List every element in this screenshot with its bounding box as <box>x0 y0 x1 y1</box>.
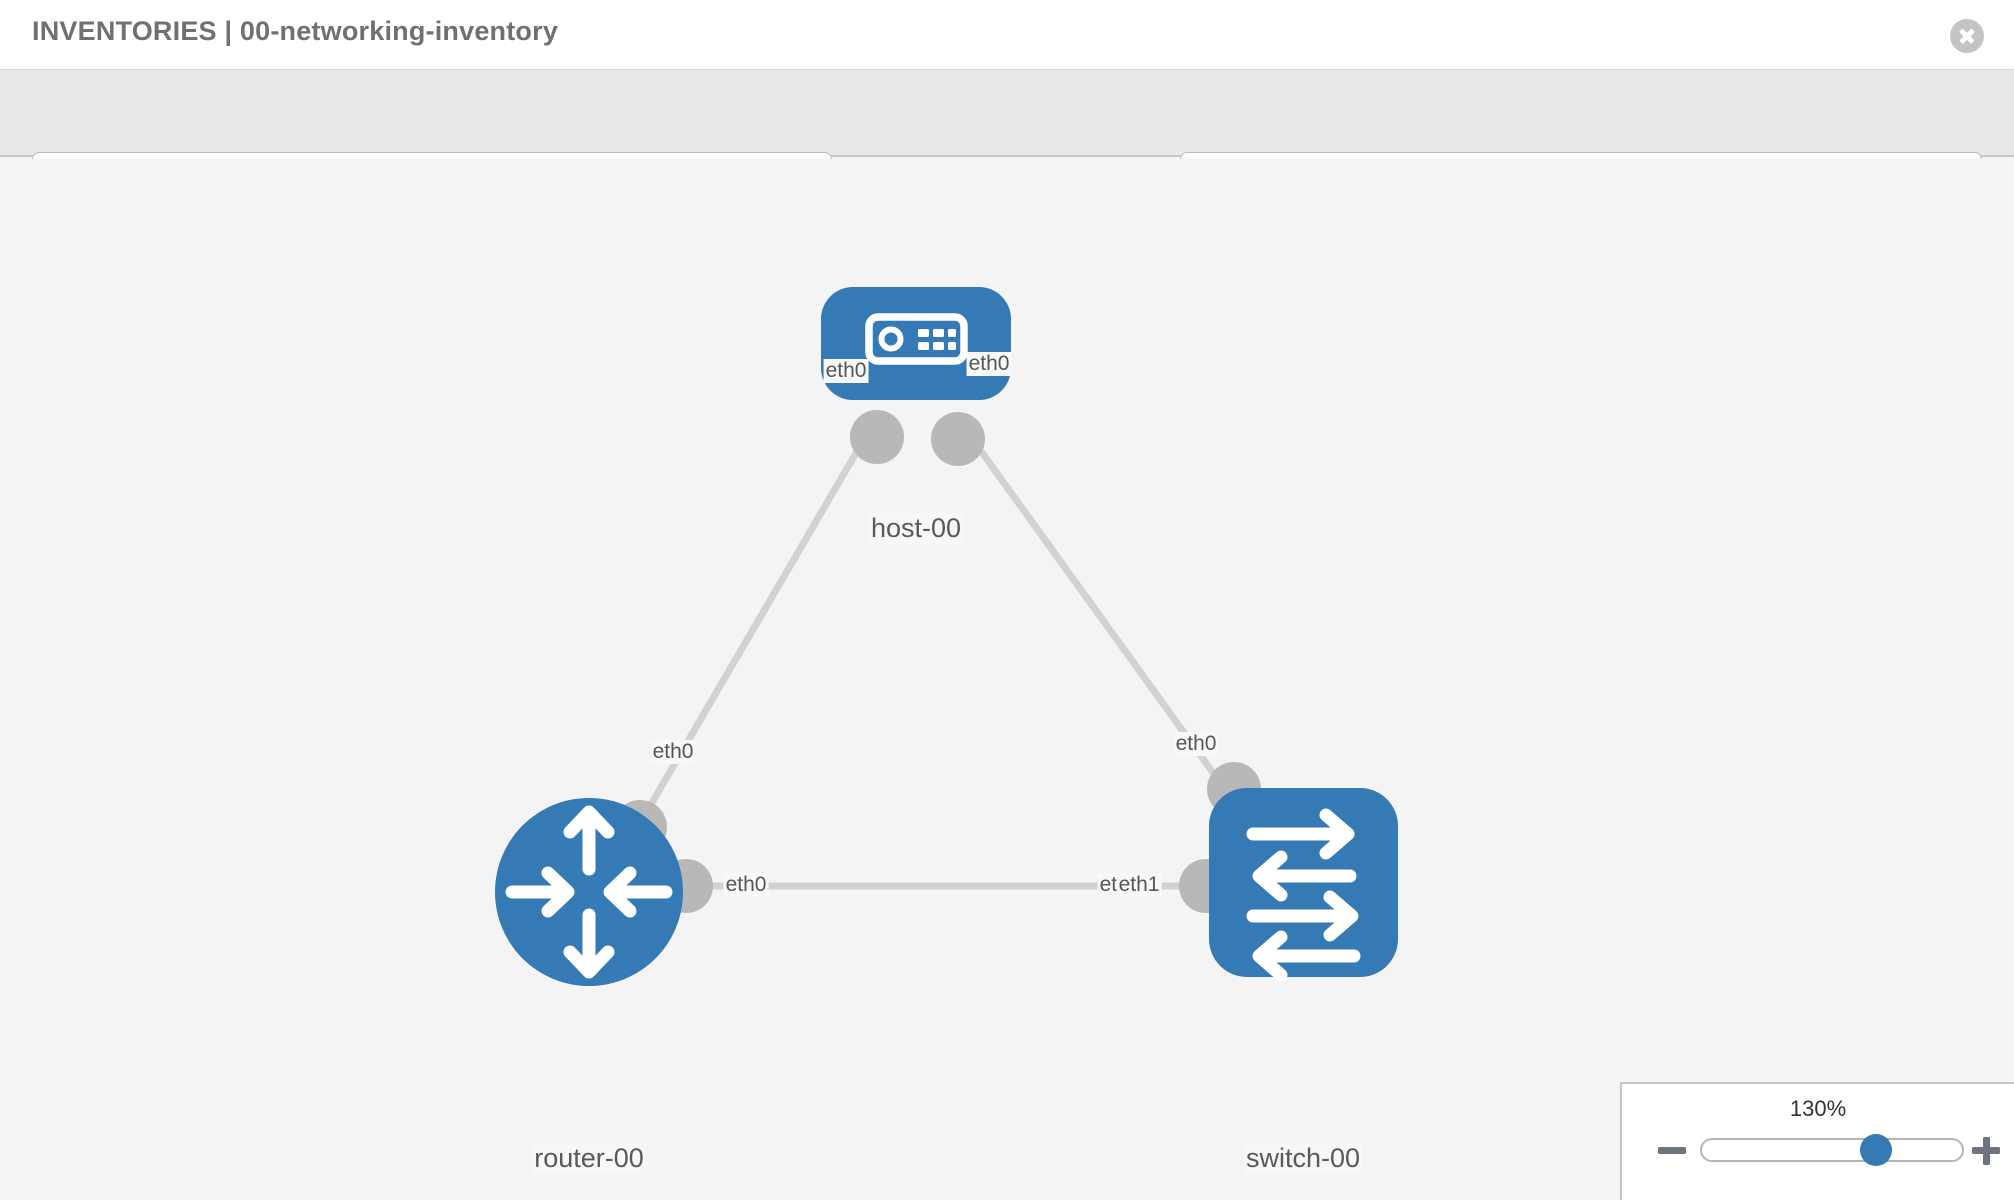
topology-links <box>621 426 1271 890</box>
topology-canvas[interactable]: host-00 router-00 switch-00 eth0 eth0 et… <box>0 159 2014 1200</box>
toolbar: ACTIONS SEARCH <box>0 70 2014 204</box>
page-header: INVENTORIES | 00-networking-inventory <box>0 0 2014 70</box>
link-host00-router00[interactable] <box>621 427 874 851</box>
interface-label-switch00-eth1: eth1 <box>1116 873 1162 897</box>
interface-label-switch00-eth0-uplink: eth0 <box>1173 732 1219 756</box>
zoom-out-button[interactable] <box>1658 1136 1686 1164</box>
zoom-control-panel: 130% <box>1620 1082 2014 1200</box>
node-label-switch-00: switch-00 <box>1243 1143 1363 1174</box>
zoom-slider[interactable] <box>1700 1134 1964 1166</box>
interface-label-host00-eth0-right: eth0 <box>966 352 1012 376</box>
zoom-in-button[interactable] <box>1972 1136 2000 1165</box>
interface-label-router00-eth0: eth0 <box>723 873 769 897</box>
link-connectors <box>613 410 1261 913</box>
page-title: INVENTORIES | 00-networking-inventory <box>32 16 559 46</box>
switch-arrows-icon <box>1246 808 1361 982</box>
zoom-percent-label: 130% <box>1789 1096 1847 1121</box>
connector-host00-left[interactable] <box>850 410 904 464</box>
close-icon[interactable] <box>1950 19 1984 53</box>
node-router-00[interactable] <box>495 798 683 986</box>
connector-host00-right[interactable] <box>931 412 985 466</box>
node-switch-00[interactable] <box>1209 788 1398 982</box>
node-host-00[interactable] <box>821 287 1011 400</box>
router-arrows-icon <box>505 805 673 979</box>
zoom-slider-thumb[interactable] <box>1860 1134 1893 1166</box>
server-device-icon <box>865 313 968 365</box>
interface-label-host00-eth0-left: eth0 <box>823 359 869 383</box>
node-label-router-00: router-00 <box>532 1143 646 1174</box>
interface-label-router00-eth0-uplink: eth0 <box>650 740 696 764</box>
node-label-host-00: host-00 <box>868 513 964 544</box>
topology-graph <box>495 287 1398 986</box>
